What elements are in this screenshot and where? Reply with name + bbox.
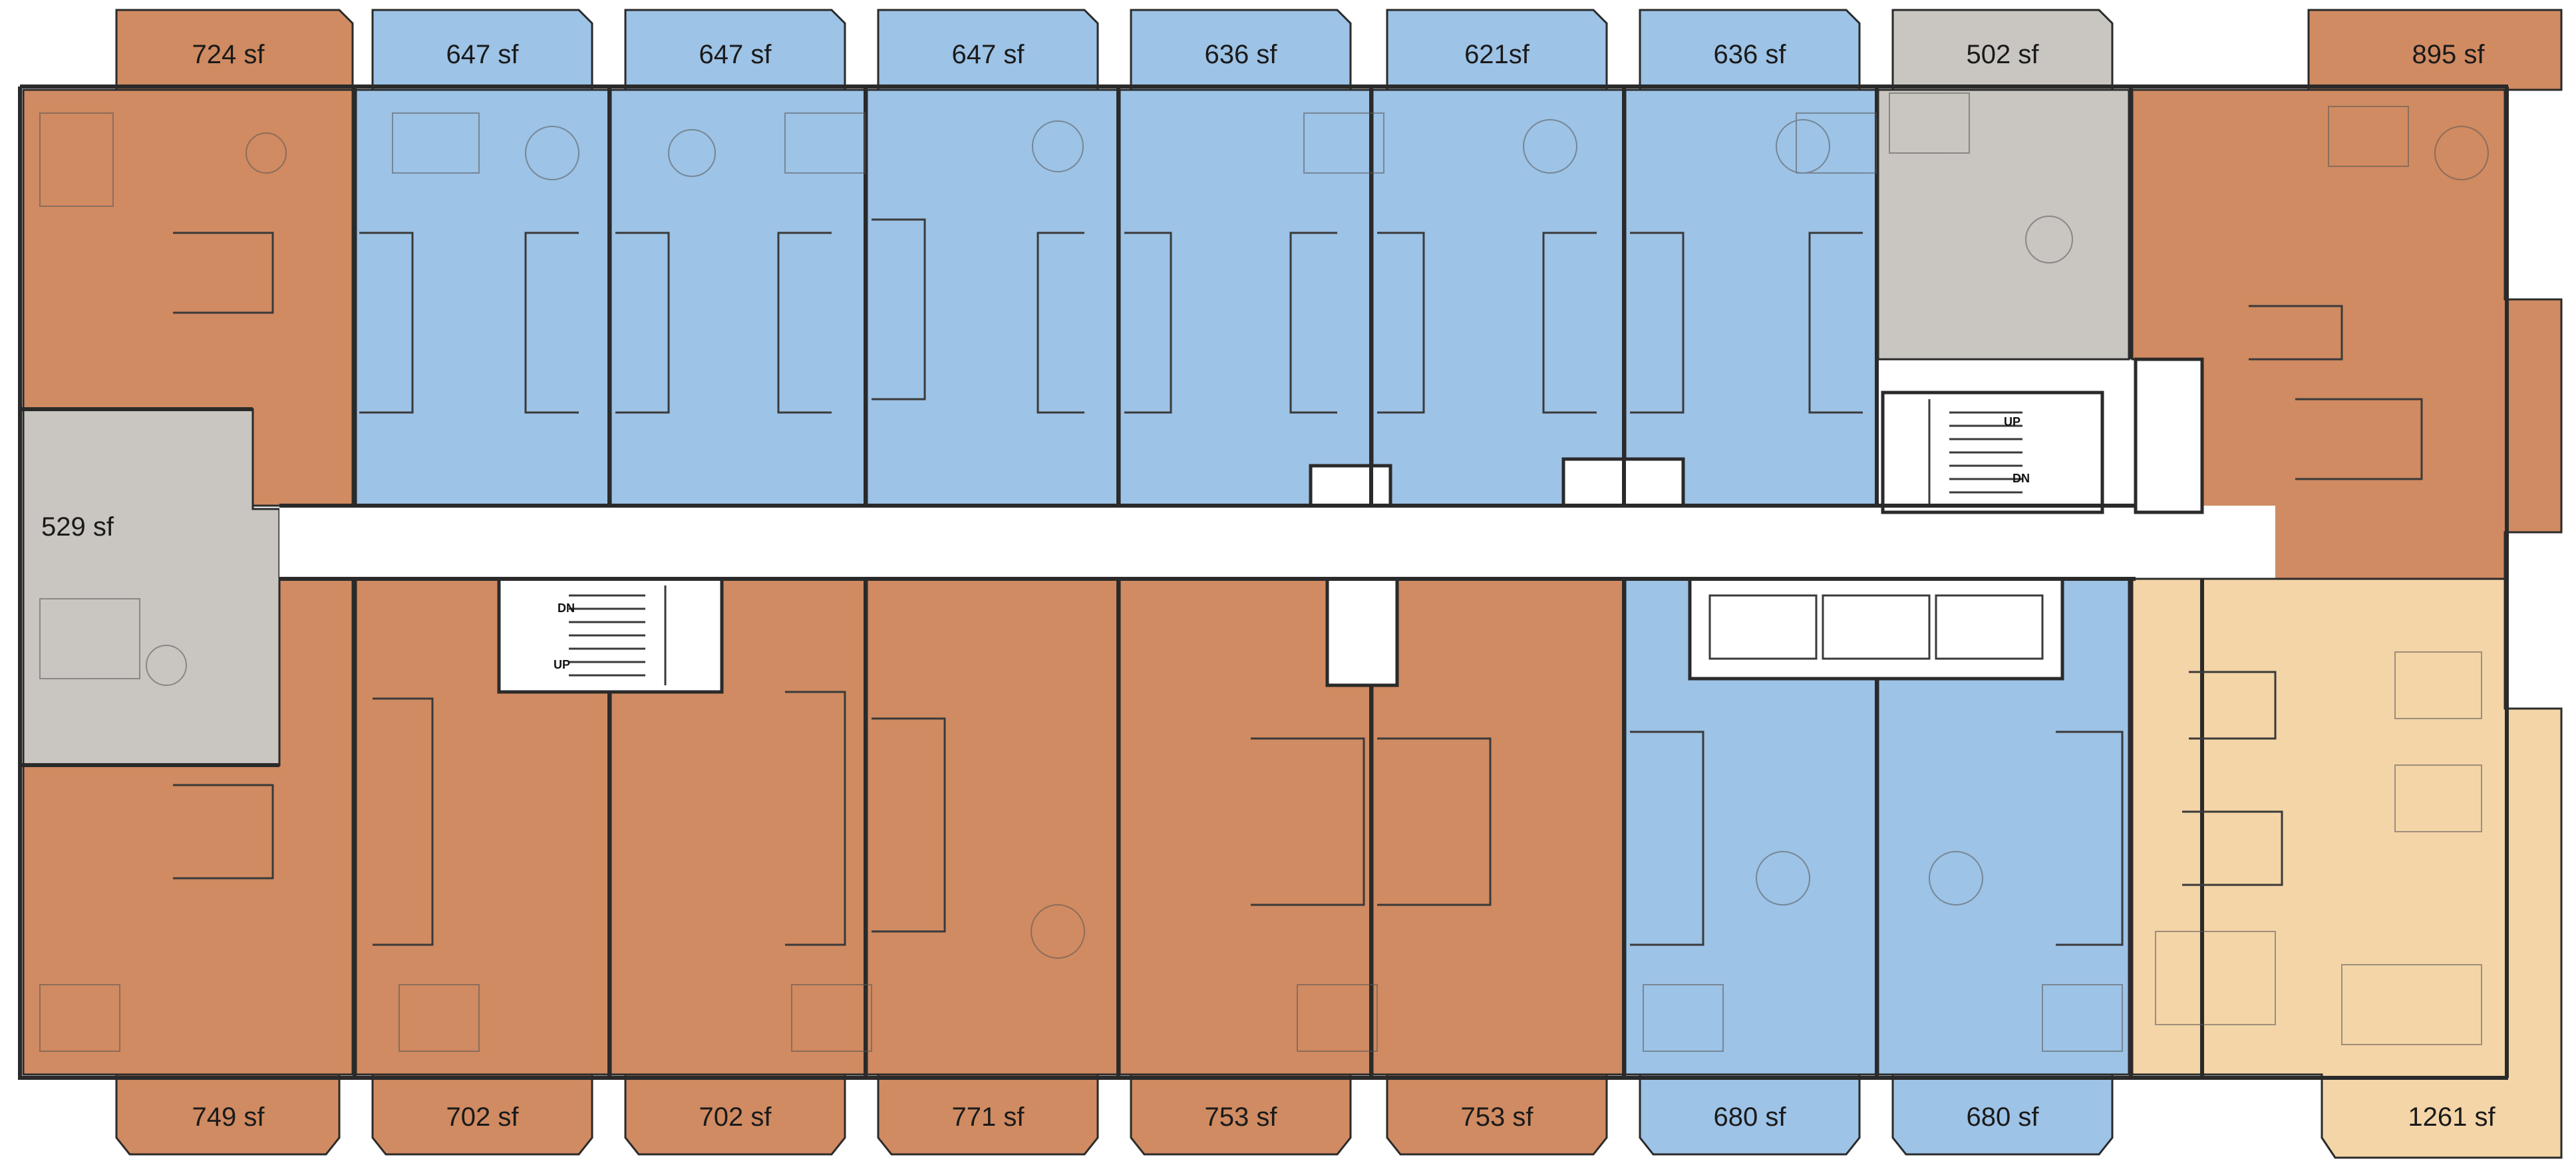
unit-529: [22, 408, 281, 766]
shaft-north-a: [1309, 464, 1392, 508]
stair-north: UP DN: [1881, 391, 2104, 514]
unit-680-b: [1877, 578, 2130, 1156]
unit-label-l1: 529 sf: [41, 512, 114, 542]
unit-label-t8: 502 sf: [1967, 40, 2040, 69]
unit-label-b8: 680 sf: [1967, 1102, 2040, 1132]
unit-label-b6: 753 sf: [1461, 1102, 1534, 1132]
unit-label-b5: 753 sf: [1205, 1102, 1278, 1132]
unit-label-b9: 1261 sf: [2408, 1102, 2496, 1132]
unit-label-t7: 636 sf: [1714, 40, 1787, 69]
shaft-south: [1325, 577, 1399, 687]
unit-label-t3: 647 sf: [699, 40, 772, 69]
unit-label-b4: 771 sf: [952, 1102, 1025, 1132]
shaft-east: [2134, 357, 2204, 514]
unit-label-t2: 647 sf: [446, 40, 520, 69]
unit-647-c: [866, 9, 1119, 507]
stair-south-up: UP: [554, 658, 570, 671]
unit-502: [1877, 9, 2130, 361]
unit-label-b1: 749 sf: [192, 1102, 265, 1132]
unit-label-t4: 647 sf: [952, 40, 1025, 69]
unit-636-a: [1118, 9, 1372, 507]
unit-621: [1371, 9, 1625, 507]
wall-lines: [18, 84, 2509, 1080]
area-labels: 724 sf 647 sf 647 sf 647 sf 636 sf 621sf…: [41, 40, 2496, 1132]
unit-label-b7: 680 sf: [1714, 1102, 1787, 1132]
unit-647-b: [609, 9, 866, 507]
unit-647-a: [355, 9, 610, 507]
stair-north-dn: DN: [2012, 472, 2030, 485]
stair-south: DN UP: [497, 577, 724, 694]
unit-636-b: [1624, 9, 1877, 507]
unit-label-b2: 702 sf: [446, 1102, 520, 1132]
unit-label-b3: 702 sf: [699, 1102, 772, 1132]
unit-753-b: [1371, 578, 1625, 1156]
stair-south-dn: DN: [558, 601, 575, 615]
unit-label-t9: 895 sf: [2412, 40, 2486, 69]
stair-north-up: UP: [2004, 415, 2020, 428]
unit-label-t5: 636 sf: [1205, 40, 1278, 69]
unit-771: [866, 578, 1119, 1156]
corridor: [279, 506, 2275, 579]
unit-702-b: [609, 578, 866, 1156]
unit-724: [22, 9, 354, 507]
interior-fixtures: [39, 92, 2489, 1052]
unit-label-t1: 724 sf: [192, 40, 265, 69]
unit-label-t6: 621sf: [1464, 40, 1530, 69]
unit-1261: [2131, 578, 2563, 1159]
elevator-core: [1688, 577, 2064, 681]
